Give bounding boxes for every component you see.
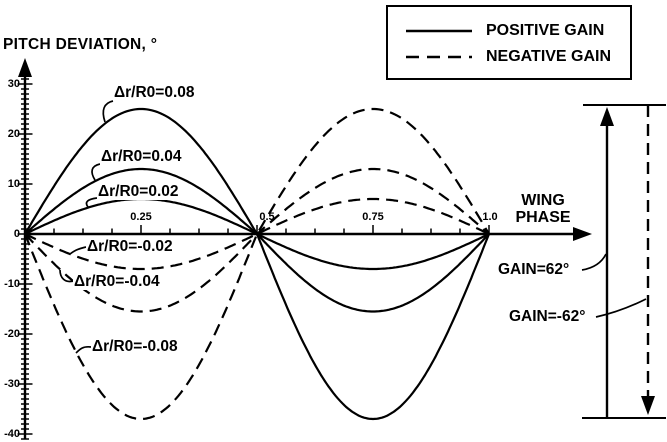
curve-label-dr-r0-0.08: Δr/R0=0.08 — [113, 84, 196, 101]
label-leader-line — [595, 298, 647, 318]
label-leader-line — [59, 269, 74, 283]
y-tick-label--40: -40 — [4, 428, 20, 440]
curve-label-dr-r0-neg-0.04: Δr/R0=-0.04 — [73, 273, 161, 290]
curve-label-dr-r0-0.02: Δr/R0=0.02 — [97, 183, 180, 200]
label-leader-line — [581, 253, 607, 271]
x-tick-label-0.75: 0.75 — [362, 211, 384, 223]
y-tick-label--10: -10 — [4, 278, 20, 290]
x-tick-label-1.0: 1.0 — [482, 211, 498, 223]
label-leader-line — [102, 100, 114, 123]
curve-label-dr-r0-0.04: Δr/R0=0.04 — [100, 148, 183, 165]
y-tick-label-30: 30 — [7, 78, 20, 90]
wing-phase-line2: PHASE — [515, 209, 571, 226]
negative-gain-down-arrow-icon — [641, 396, 655, 415]
y-tick-label-20: 20 — [7, 128, 20, 140]
y-tick-label-0: 0 — [13, 228, 20, 240]
x-tick-label-0.5: 0.5 — [259, 211, 275, 223]
label-leader-line — [69, 246, 87, 255]
label-leader-line — [91, 163, 101, 181]
curve-positive-00.08 — [24, 107, 491, 421]
label-leader-line — [85, 197, 98, 208]
wing-phase-axis-label: WING PHASE — [503, 192, 583, 226]
legend-item-positive-gain: POSITIVE GAIN — [405, 18, 630, 44]
y-axis-arrow-icon — [18, 58, 32, 77]
curve-label-dr-r0-neg-0.08: Δr/R0=-0.08 — [91, 338, 179, 355]
gain-negative-annotation: GAIN=-62° — [509, 308, 586, 325]
y-tick-label--20: -20 — [4, 328, 20, 340]
y-tick-label-10: 10 — [7, 178, 20, 190]
dashed-line-sample-icon — [406, 55, 472, 59]
curve-negative-0-0.02 — [24, 197, 490, 271]
label-leader-line — [75, 345, 92, 354]
gain-positive-annotation: GAIN=62° — [498, 261, 570, 278]
curve-negative-0-0.04 — [24, 167, 490, 313]
legend-item-negative-gain: NEGATIVE GAIN — [405, 44, 630, 70]
wing-phase-line1: WING — [521, 192, 565, 209]
y-tick-label--30: -30 — [4, 378, 20, 390]
pitch-deviation-axis-label: PITCH DEVIATION, ° — [3, 36, 158, 53]
x-tick-label-0.25: 0.25 — [130, 211, 152, 223]
x-axis-arrow-icon — [573, 227, 592, 241]
positive-gain-up-arrow-icon — [600, 107, 614, 126]
legend-label-positive-gain: POSITIVE GAIN — [486, 22, 605, 39]
solid-line-sample-icon — [406, 29, 472, 33]
legend: POSITIVE GAIN NEGATIVE GAIN — [386, 5, 632, 80]
legend-label-negative-gain: NEGATIVE GAIN — [486, 48, 612, 65]
curve-negative-0-0.08 — [23, 107, 490, 421]
curve-label-dr-r0-neg-0.02: Δr/R0=-0.02 — [86, 238, 174, 255]
